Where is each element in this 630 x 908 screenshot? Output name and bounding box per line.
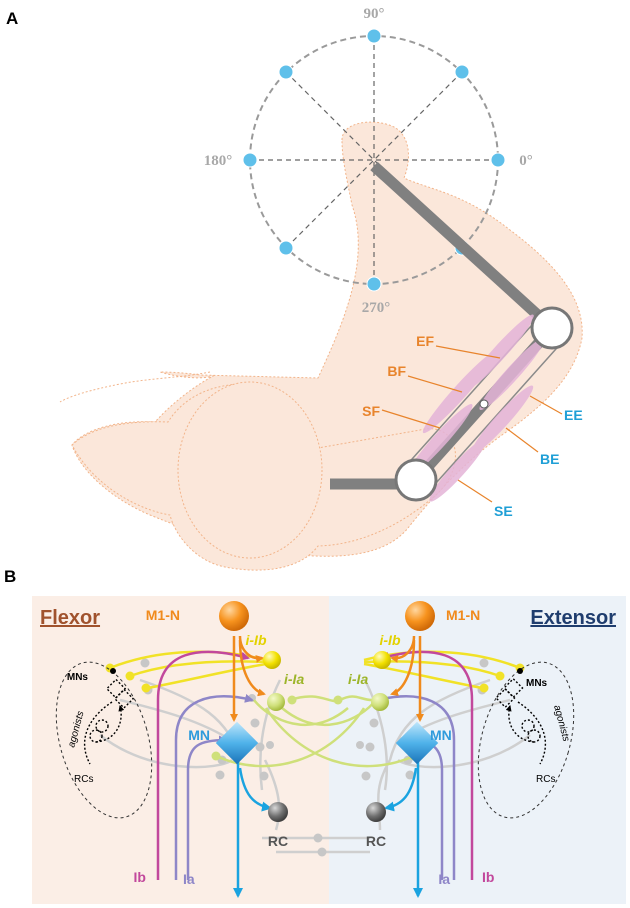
mns-label-left: MNs [67, 672, 89, 683]
muscle-se-label: SE [494, 503, 513, 519]
ib-label-left: Ib [134, 869, 146, 885]
ila-label-left: i-Ia [284, 671, 304, 687]
panel-b: B Flexor Extensor [4, 567, 626, 904]
forearm [370, 161, 556, 333]
shoulder-joint [394, 458, 438, 502]
elbow-joint [530, 306, 574, 350]
muscle-ef-label: EF [416, 333, 434, 349]
muscle-sf-label: SF [362, 403, 380, 419]
muscles [407, 314, 545, 502]
panel-a-label: A [6, 9, 18, 28]
mns-label-right: MNs [526, 678, 548, 689]
angle-90-label: 90° [364, 6, 385, 22]
m1-label-right: M1-N [446, 607, 480, 623]
rcs-label-left: RCs [74, 774, 93, 785]
rc-neuron-right [366, 802, 386, 822]
m1-pathways [230, 635, 424, 722]
angle-270-label: 270° [362, 300, 391, 316]
ia-label-left: Ia [183, 871, 195, 887]
panel-b-label: B [4, 567, 16, 586]
flexor-background [32, 596, 329, 904]
ilb-label-left: i-Ib [246, 632, 267, 648]
m1-neuron-left [219, 601, 249, 631]
muscle-bf-label: BF [387, 363, 406, 379]
ila-label-right: i-Ia [348, 671, 368, 687]
head-outline [177, 381, 323, 559]
mn-label-left: MN [188, 727, 210, 743]
ilb-neuron-right [373, 651, 391, 669]
ilb-label-right: i-Ib [380, 632, 401, 648]
muscle-be-label: BE [540, 451, 559, 467]
m1-label-left: M1-N [146, 607, 180, 623]
ila-neuron-right [371, 693, 389, 711]
afferents [156, 650, 474, 880]
flexor-title: Flexor [40, 607, 100, 629]
panel-a: A 90° 180° 0° 270° [6, 6, 583, 571]
motor-outputs [233, 760, 423, 898]
extensor-title: Extensor [530, 607, 616, 629]
agonist-group-right [477, 661, 575, 819]
ila-neuron-left [267, 693, 285, 711]
ib-label-right: Ib [482, 869, 494, 885]
mn-label-right: MN [430, 727, 452, 743]
extensor-background [329, 596, 626, 904]
rc-label-left: RC [268, 833, 288, 849]
rc-neuron-left [268, 802, 288, 822]
m1-neuron-right [405, 601, 435, 631]
agonist-group-left [55, 661, 153, 819]
muscle-ee-label: EE [564, 407, 583, 423]
ilb-neuron-left [263, 651, 281, 669]
rc-label-right: RC [366, 833, 386, 849]
angle-0-label: 0° [519, 153, 533, 169]
rcs-label-right: RCs [536, 774, 555, 785]
angle-180-label: 180° [204, 153, 233, 169]
target-dots [242, 28, 506, 292]
ia-label-right: Ia [438, 871, 450, 887]
